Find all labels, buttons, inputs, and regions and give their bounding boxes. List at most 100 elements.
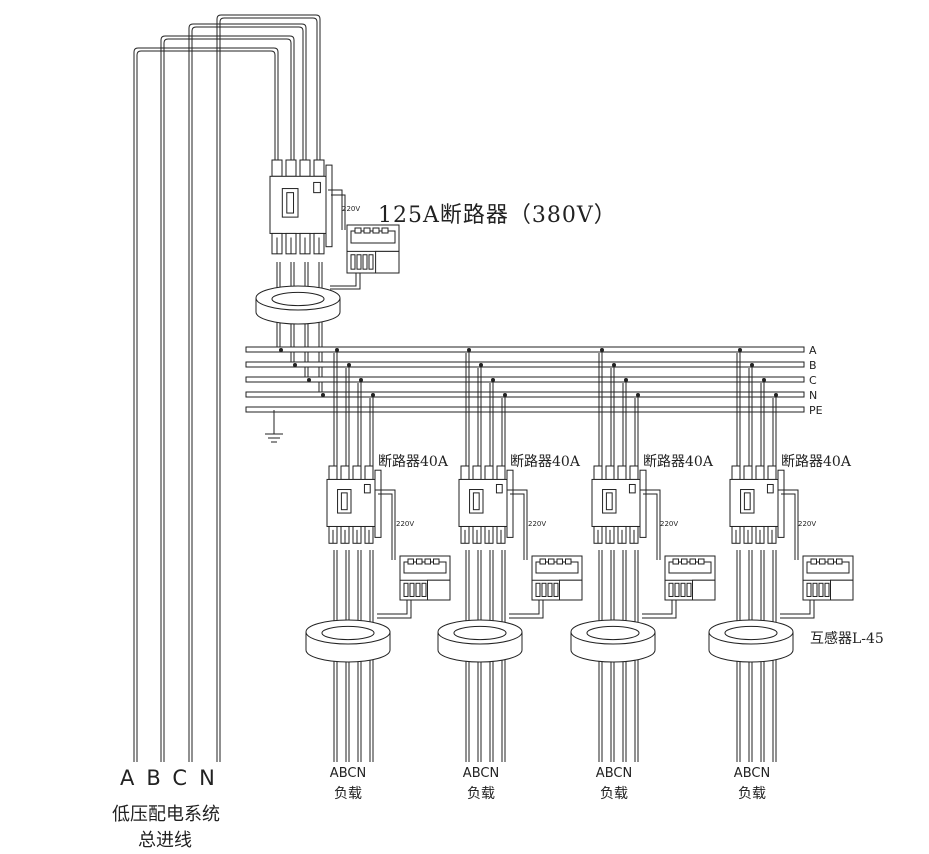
main-meter-terminal <box>381 227 389 234</box>
branch-4-meter <box>802 555 854 601</box>
branch-3-meter-bottom-terminal <box>686 582 692 597</box>
busbar-label-a: A <box>809 344 817 357</box>
branch-2-meter-terminal <box>539 558 546 565</box>
branch-2-load-phases: ABCN <box>462 766 500 781</box>
branch-3-meter-terminal <box>681 558 688 565</box>
branch-3-meter-terminal <box>698 558 705 565</box>
branch-3-meter-bottom-terminal <box>668 582 674 597</box>
branch-3-load-phases: ABCN <box>595 766 633 781</box>
branch-4-meter-terminal <box>810 558 817 565</box>
branch-4-breaker-handle <box>743 492 751 511</box>
branch-1-breaker <box>326 465 382 544</box>
branch-2-ct-wire <box>509 600 544 619</box>
branch-2-breaker-top-terminal <box>484 465 494 480</box>
branch-4-load-phases: ABCN <box>733 766 771 781</box>
branch-2-breaker <box>458 465 514 544</box>
branch-2-meter-terminal <box>556 558 563 565</box>
branch-2-breaker-top-terminal <box>496 465 506 480</box>
branch-2-load-label: 负载 <box>467 786 495 802</box>
branch-1-meter-bottom-terminal <box>421 582 427 597</box>
branch-1-breaker-top-terminal <box>364 465 374 480</box>
branch-1-meter-bottom-terminal <box>409 582 415 597</box>
branch-3-current-transformer <box>570 619 656 663</box>
branch-2-meter-bottom-terminal <box>541 582 547 597</box>
branch-2-ct-wire <box>509 600 540 615</box>
branch-3-meter-wire <box>643 493 658 560</box>
busbar-label-b: B <box>809 359 817 372</box>
branch-2-current-transformer <box>437 619 523 663</box>
branch-4-breaker <box>729 465 785 544</box>
bus-tap <box>293 363 297 367</box>
main-current-transformer-top <box>255 285 341 311</box>
branch-3-meter-terminal <box>689 558 696 565</box>
branch-4-breaker-label: 断路器40A <box>781 454 851 470</box>
branch-2-meter-wire <box>510 493 525 560</box>
branch-3-ct-wire <box>642 600 673 615</box>
incoming-feeder-title: 低压配电系统 <box>112 804 220 825</box>
busbar-label-pe: PE <box>809 404 823 417</box>
main-breaker-label: 125A断路器（380V） <box>378 203 617 228</box>
branch-4-meter-terminal <box>836 558 843 565</box>
branch-1-breaker-side <box>374 469 382 538</box>
branch-3-meter-bottom-terminal <box>674 582 680 597</box>
busbar-2 <box>245 361 805 368</box>
branch-1-breaker-top-terminal <box>340 465 350 480</box>
main-meter <box>346 224 400 274</box>
branch-1-breaker-handle <box>340 492 348 511</box>
branch-2-meter-bottom-terminal <box>553 582 559 597</box>
main-meter-terminal <box>354 227 362 234</box>
branch-1-meter-wire <box>375 489 396 560</box>
main-meter-bottom-terminal <box>368 254 374 270</box>
branch-1-breaker-indicator <box>363 483 371 494</box>
bus-tap <box>321 393 325 397</box>
branch-3-breaker-side <box>639 469 647 538</box>
main-meter-bottom-terminal <box>350 254 356 270</box>
branch-1-load-phases: ABCN <box>329 766 367 781</box>
branch-4-ct-wire <box>780 600 811 615</box>
main-ct-wire <box>330 273 357 287</box>
branch-2-breaker-handle <box>472 492 480 511</box>
branch-4-meter-bottom-terminal <box>818 582 824 597</box>
branch-4-current-transformer-hole <box>724 625 778 641</box>
branch-3-breaker-top-terminal <box>629 465 639 480</box>
branch-1-voltage-tag: 220V <box>396 520 415 528</box>
branch-1-ct-wire <box>377 600 412 619</box>
branch-3-breaker-top-terminal <box>593 465 603 480</box>
branch-3-breaker-indicator <box>628 483 636 494</box>
incoming-phases-label: ABCN <box>120 766 227 790</box>
incoming-feeder-lines <box>133 14 321 762</box>
main-breaker-handle <box>286 192 295 214</box>
branch-1-current-transformer-hole <box>321 625 375 641</box>
branch-4-breaker-top-terminal <box>767 465 777 480</box>
branch-1-meter-terminal <box>424 558 431 565</box>
branch-4-ct-wire <box>780 600 815 619</box>
branch-3-meter-bottom-terminal <box>680 582 686 597</box>
branch-3-breaker-top-terminal <box>605 465 615 480</box>
branch-1-load-label: 负载 <box>334 786 362 802</box>
current-transformer-label: 互感器L-45 <box>810 631 884 647</box>
branch-1-meter-wire <box>378 493 393 560</box>
branch-4-meter-wire <box>781 493 796 560</box>
bus-tap <box>307 378 311 382</box>
main-breaker-top-terminal <box>299 159 311 177</box>
branch-4-breaker-top-terminal <box>743 465 753 480</box>
main-breaker-top-terminal <box>313 159 325 177</box>
branch-2-current-transformer-top <box>437 619 523 645</box>
main-breaker-top-terminal <box>285 159 297 177</box>
branch-4-meter-bottom-terminal <box>806 582 812 597</box>
branch-2-breaker-side <box>506 469 514 538</box>
branch-3-meter <box>664 555 716 601</box>
branch-4-breaker-top-terminal <box>755 465 765 480</box>
branch-4-breaker-indicator <box>766 483 774 494</box>
main-current-transformer-hole <box>271 291 325 307</box>
main-meter-bottom-terminal <box>362 254 368 270</box>
busbar-1 <box>245 346 805 353</box>
branch-4-voltage-tag: 220V <box>798 520 817 528</box>
branch-3-current-transformer-hole <box>586 625 640 641</box>
branch-4-breaker-top-terminal <box>731 465 741 480</box>
main-meter-bottom-terminal <box>356 254 362 270</box>
branch-3-meter-front <box>692 579 716 601</box>
branch-1-breaker-label: 断路器40A <box>378 454 448 470</box>
branch-2-meter-terminal <box>548 558 555 565</box>
